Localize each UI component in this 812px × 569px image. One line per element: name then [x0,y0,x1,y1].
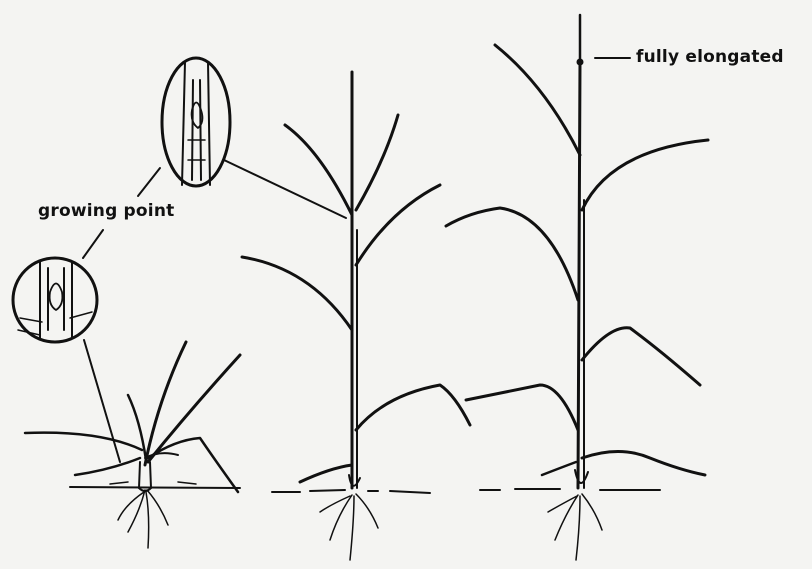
leader-label-to-lower-inset [83,230,103,258]
seedling-leaf [75,458,140,475]
tall-leaf [582,140,708,210]
ground-line-1 [70,487,240,488]
tall-leaf [542,462,576,475]
ground-line-3 [480,489,660,490]
tall-plant-roots [548,494,602,560]
mid-plant-roots [320,494,378,560]
leader-upper-inset-to-stalk [224,160,346,218]
seedling-leaf [148,355,240,462]
stalk-leaf [356,115,398,210]
fully-elongated-label: fully elongated [636,47,784,67]
ground-line-2 [272,490,430,493]
seedling-leaf [25,433,142,450]
stalk-leaf [285,125,352,215]
tall-leaf [466,385,578,430]
seedling-leaf [128,395,146,460]
stalk-leaf [242,257,352,330]
growing-point-inset-upper [162,58,230,186]
tall-leaf [582,452,705,476]
tall-leaf [446,208,578,300]
seedling-roots [118,490,168,548]
tall-stalk [578,62,580,488]
tall-leaf [582,328,700,385]
growing-point-label: growing point [38,201,174,221]
stalk-leaf [356,385,470,430]
tall-leaf [495,45,580,155]
tall-plant [446,15,708,560]
leader-upper-to-label [138,168,160,196]
growing-point-inset-lower [13,258,97,342]
mid-growth-plant [242,72,470,560]
leader-lower-inset-to-seedling [84,340,120,462]
young-seedling-plant [25,342,240,548]
stalk-leaf [356,185,440,265]
stalk-leaf [300,465,352,482]
